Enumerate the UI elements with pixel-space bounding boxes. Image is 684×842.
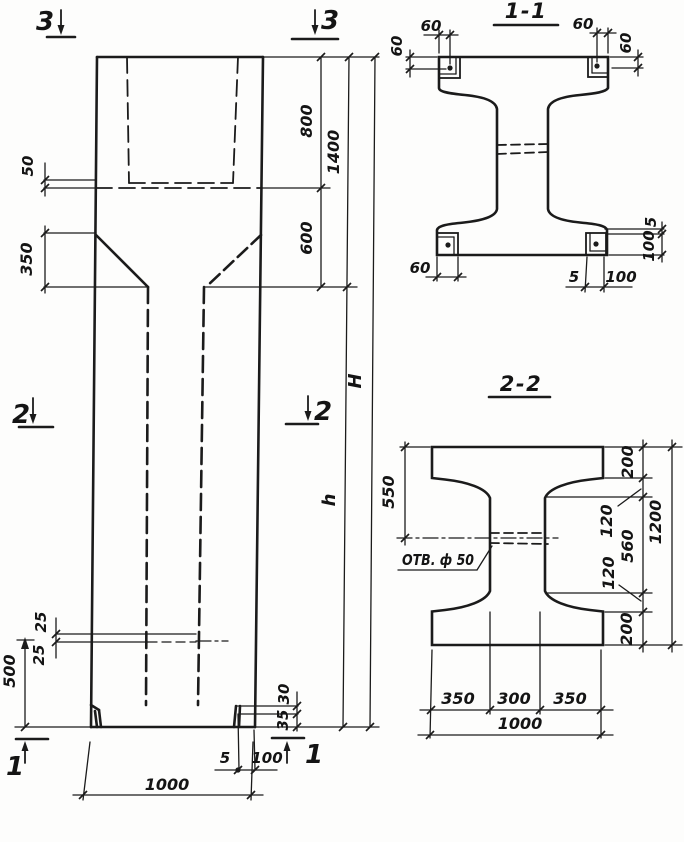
dim-s2-200-bottom: 200 (617, 612, 636, 645)
section-marker-3-left: 3 (36, 7, 77, 39)
dim-s1-tl-60v: 60 (388, 36, 406, 57)
dim-s1-right-100: 100 (640, 230, 658, 261)
svg-text:1: 1 (305, 740, 323, 770)
dim-s1-tl-60: 60 (421, 17, 442, 35)
section-marker-3-right: 3 (290, 6, 340, 41)
section-2-2: 2-2 ОТВ. ф 50 550 200 120 560 (379, 372, 683, 740)
hole-callout: ОТВ. ф 50 (397, 545, 493, 571)
dim-foot-30: 30 (275, 684, 293, 705)
dim-s2-550: 550 (379, 475, 398, 508)
dim-slot-25-upper: 25 (32, 612, 50, 633)
section-1-1-title: 1-1 (505, 0, 547, 23)
dim-s2-200-top: 200 (618, 445, 637, 478)
section-marker-2-right: 2 (284, 395, 332, 427)
dim-s2-560: 560 (618, 529, 637, 562)
svg-text:3: 3 (321, 6, 339, 36)
embedded-plate-top-right (587, 56, 609, 78)
dim-s1-right-5: 5 (642, 217, 660, 227)
dim-s1-b-100: 100 (605, 268, 636, 286)
dim-800: 800 (297, 104, 316, 137)
embedded-plate-bottom-right (585, 232, 607, 256)
svg-text:1: 1 (6, 752, 24, 782)
dim-base-500: 500 (0, 654, 19, 687)
dim-h: h (319, 494, 340, 507)
dim-foot-35: 35 (274, 710, 292, 731)
dim-s2-120-bottom: 120 (599, 556, 618, 589)
svg-text:3: 3 (36, 7, 54, 37)
dim-H: Н (345, 373, 366, 388)
dim-s1-b-5: 5 (569, 268, 579, 286)
dim-s2-350-left: 350 (441, 689, 474, 708)
section-1-1: 1-1 (388, 0, 667, 293)
dim-taper-350: 350 (17, 242, 36, 275)
dim-1400: 1400 (324, 130, 343, 175)
svg-text:2: 2 (314, 397, 332, 427)
dim-s2-1000: 1000 (498, 714, 543, 733)
section-marker-1-right: 1 (270, 736, 323, 770)
dim-slot-25-lower: 25 (30, 645, 48, 666)
dim-1000: 1000 (145, 775, 190, 794)
section-marker-1-left: 1 (6, 737, 50, 782)
svg-text:2: 2 (12, 400, 30, 430)
dim-s2-300: 300 (497, 689, 530, 708)
dim-s1-tr-60v: 60 (617, 33, 635, 54)
hole-label: ОТВ. ф 50 (402, 551, 474, 569)
dim-s2-120-top: 120 (597, 504, 616, 537)
section-marker-2-left: 2 (12, 397, 55, 430)
elevation-view: 50 350 25 25 500 (0, 6, 380, 801)
dim-s2-1200: 1200 (646, 500, 665, 545)
section-2-2-title: 2-2 (500, 372, 542, 396)
dim-s1-tr-60: 60 (573, 15, 594, 33)
dim-600: 600 (297, 221, 316, 254)
dim-s2-350-right: 350 (553, 689, 586, 708)
dim-step-50: 50 (19, 156, 37, 177)
dim-s1-bl-60: 60 (410, 259, 431, 277)
embedded-plate-bottom-left (436, 232, 459, 256)
dim-foot-plate-100: 100 (251, 749, 282, 767)
dim-foot-gap-5: 5 (220, 749, 230, 767)
